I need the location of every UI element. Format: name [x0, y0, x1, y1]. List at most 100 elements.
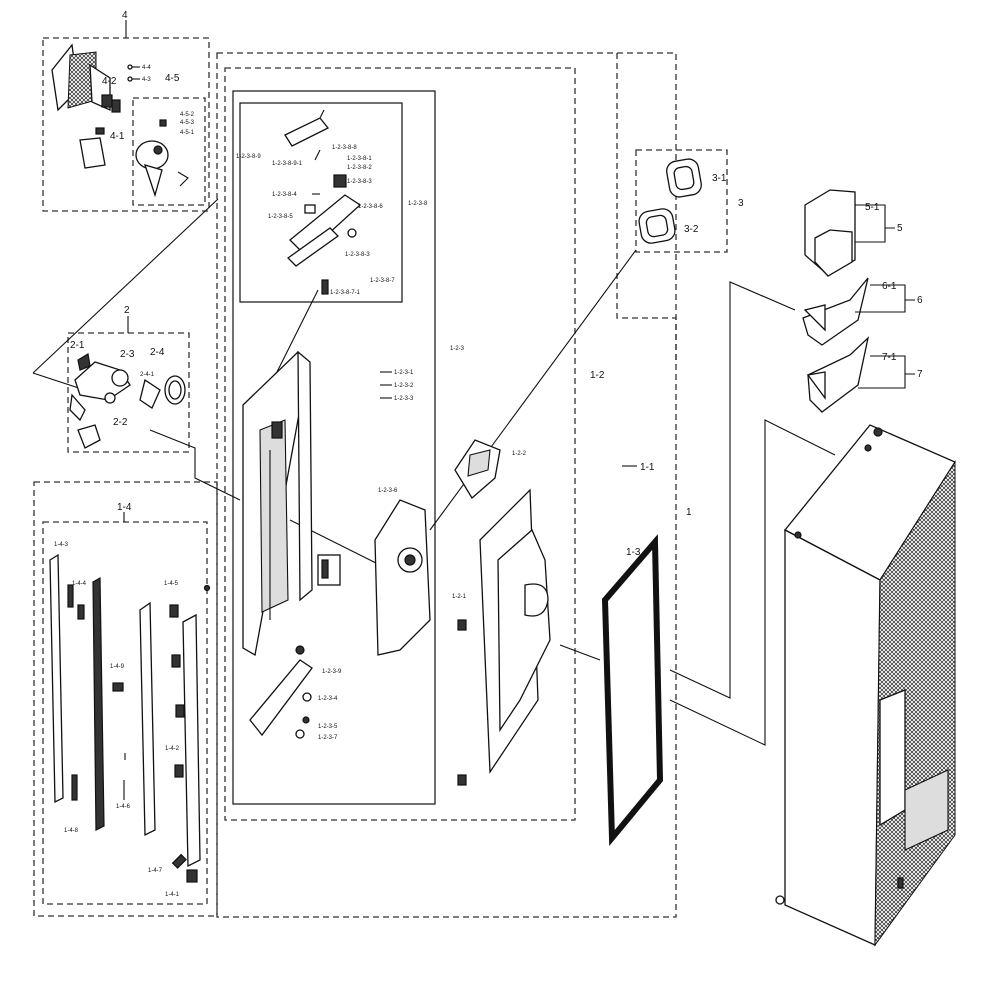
part-4-4-screw [127, 64, 140, 82]
label-1-2-3: 1-2-3 [450, 346, 465, 352]
label-1-2-3-8-7-1: 1-2-3-8-7-1 [330, 290, 361, 296]
label-5: 5 [897, 223, 903, 234]
label-4-5: 4-5 [165, 73, 180, 84]
label-4-4: 4-4 [142, 65, 151, 71]
label-1-2-3-8-5: 1-2-3-8-5 [268, 214, 293, 220]
group-3-connector [616, 53, 677, 360]
label-1-4-5: 1-4-5 [164, 581, 179, 587]
part-4-1 [79, 127, 106, 169]
label-1-2-3-8-2: 1-2-3-8-2 [347, 165, 372, 171]
part-4-housing [51, 43, 121, 113]
part-3-2-cap [638, 208, 676, 244]
label-1-4-6: 1-4-6 [116, 804, 131, 810]
label-2-4-1: 2-4-1 [140, 372, 155, 378]
label-2-1: 2-1 [70, 340, 85, 351]
label-1-2-3-8-9: 1-2-3-8-9 [236, 154, 261, 160]
part-3-1-cap [666, 158, 702, 198]
label-1-2-3-8-9-1: 1-2-3-8-9-1 [272, 161, 303, 167]
label-4-1: 4-1 [110, 131, 125, 142]
part-4-5-assembly [135, 119, 189, 198]
label-1-2-3-8-7: 1-2-3-8-7 [370, 278, 395, 284]
leader-gasket-to-fridge [669, 281, 796, 699]
label-1-2-3-1: 1-2-3-1 [394, 370, 414, 376]
label-3-2: 3-2 [684, 224, 699, 235]
label-1-4-1: 1-4-1 [165, 892, 180, 898]
leader-3-to-door [429, 249, 637, 531]
label-1-2-3-8-1: 1-2-3-8-1 [347, 156, 372, 162]
label-1-3: 1-3 [626, 547, 641, 558]
group-box-1-4-inner [42, 521, 208, 905]
leader-2-to-door [149, 429, 241, 501]
label-1-2-3-8-3b: 1-2-3-8-3 [345, 252, 370, 258]
label-1-2: 1-2 [590, 370, 605, 381]
fridge-cabinet [775, 424, 956, 947]
label-4-3: 4-3 [142, 77, 151, 83]
label-4-5-3: 4-5-3 [180, 120, 195, 126]
label-2-2: 2-2 [113, 417, 128, 428]
label-1-4-4: 1-4-4 [72, 581, 87, 587]
part-1-4-1 [171, 853, 198, 883]
group-box-1-2-3 [232, 90, 436, 805]
label-1-4-3: 1-4-3 [54, 542, 69, 548]
part-1-2-door-liner [457, 488, 551, 786]
part-1-2-3-panel [242, 350, 313, 657]
label-4-2: 4-2 [102, 76, 117, 87]
label-1-2-2: 1-2-2 [512, 451, 527, 457]
label-1-4-7: 1-4-7 [148, 868, 163, 874]
group-box-1-2-3-8 [239, 102, 403, 303]
label-3: 3 [738, 198, 744, 209]
label-1-2-3-8-6: 1-2-3-8-6 [358, 204, 383, 210]
label-1-2-3-8-8: 1-2-3-8-8 [332, 145, 357, 151]
part-7-1-bin [806, 336, 870, 413]
label-1-2-3-8-4: 1-2-3-8-4 [272, 192, 297, 198]
label-1-4-2: 1-4-2 [165, 746, 180, 752]
part-2-assembly [69, 353, 131, 449]
label-6-1: 6-1 [882, 281, 897, 292]
part-1-2-2-dispenser-cover [454, 439, 501, 499]
label-1-2-3-8-3: 1-2-3-8-3 [347, 179, 372, 185]
label-2: 2 [124, 305, 130, 316]
label-1-2-3-7: 1-2-3-7 [318, 735, 338, 741]
label-1-4-8: 1-4-8 [64, 828, 79, 834]
part-6-1-bin [802, 277, 869, 346]
label-2-3: 2-3 [120, 349, 135, 360]
part-1-2-3-bracket [317, 554, 341, 586]
label-1: 1 [686, 507, 692, 518]
part-1-2-3-6 [374, 499, 431, 656]
label-5-1: 5-1 [865, 202, 880, 213]
part-1-4-right-rail [171, 584, 211, 868]
part-1-2-3-screws [380, 371, 392, 399]
leader-2-to-1 [32, 198, 219, 374]
label-1-4: 1-4 [117, 502, 132, 513]
group-box-3 [635, 149, 728, 253]
label-1-2-3-9: 1-2-3-9 [322, 669, 342, 675]
part-1-4-4-rail [77, 576, 105, 831]
label-1-1: 1-1 [640, 462, 655, 473]
part-2-4 [139, 375, 186, 409]
label-3-1: 3-1 [712, 173, 727, 184]
label-2-4: 2-4 [150, 347, 165, 358]
group-box-4-5 [132, 97, 206, 206]
label-4-5-1: 4-5-1 [180, 130, 195, 136]
part-1-4-9-clip [112, 682, 126, 800]
leader-door-to-fridge [559, 644, 601, 661]
part-1-3-gasket [601, 534, 664, 847]
label-1-2-3-6: 1-2-3-6 [378, 488, 398, 494]
label-4-5-2: 4-5-2 [180, 112, 195, 118]
part-1-4-center-strip [139, 601, 179, 837]
label-1-2-3-3: 1-2-3-3 [394, 396, 414, 402]
label-7-1: 7-1 [882, 352, 897, 363]
part-5-1-bin [804, 189, 856, 277]
leader-gasket-to-fridge-b [669, 419, 836, 746]
label-1-2-3-5: 1-2-3-5 [318, 724, 338, 730]
label-1-4-9: 1-4-9 [110, 664, 125, 670]
label-1-2-3-4: 1-2-3-4 [318, 696, 338, 702]
label-6: 6 [917, 295, 923, 306]
label-1-2-3-2: 1-2-3-2 [394, 383, 414, 389]
group-box-1-4 [33, 481, 218, 917]
part-1-2-3-9 [249, 645, 313, 739]
label-7: 7 [917, 369, 923, 380]
label-1-2-1: 1-2-1 [452, 594, 467, 600]
label-1-2-3-8: 1-2-3-8 [408, 201, 428, 207]
